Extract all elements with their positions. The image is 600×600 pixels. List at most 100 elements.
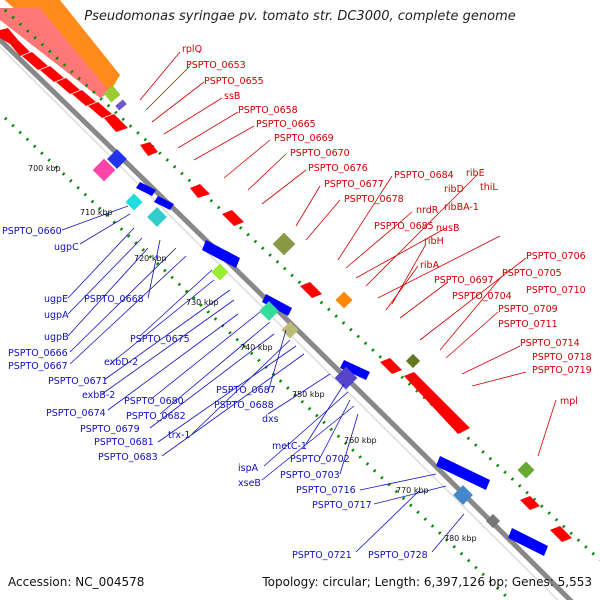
gene-label-blue[interactable]: PSPTO_0716 [296, 485, 356, 496]
kbp-tick: 750 kbp [292, 390, 325, 399]
gene-label-red[interactable]: PSPTO_0704 [452, 291, 512, 302]
gene-label-red[interactable]: ssB [224, 91, 240, 102]
gene-label-blue[interactable]: PSPTO_0675 [130, 334, 190, 345]
gene-label-red[interactable]: PSPTO_0697 [434, 275, 494, 286]
red-gene-labels: rplQ PSPTO_0653 PSPTO_0655 ssB PSPTO_065… [182, 44, 592, 407]
gene-label-red[interactable]: rplQ [182, 44, 202, 55]
gene-label-blue[interactable]: PSPTO_0702 [290, 454, 350, 465]
gene-label-blue[interactable]: PSPTO_0666 [8, 348, 68, 359]
outer-box-purple [115, 99, 127, 111]
gene-label-red[interactable]: PSPTO_0705 [502, 268, 562, 279]
gene-label-blue[interactable]: ispA [238, 463, 259, 474]
gene-label-blue[interactable]: PSPTO_0688 [214, 400, 274, 411]
rev-gene-3 [202, 240, 240, 268]
rev-gene-6 [436, 456, 490, 490]
block-gray [485, 513, 501, 529]
gene-label-blue[interactable]: PSPTO_0680 [124, 396, 184, 407]
gene-label-red[interactable]: thiL [480, 182, 498, 193]
gene-label-red[interactable]: nusB [436, 223, 460, 234]
rev-gene-7 [508, 528, 548, 556]
fwd-gene-16 [550, 526, 572, 542]
rev-gene-4 [262, 294, 292, 316]
gene-label-blue[interactable]: PSPTO_0683 [98, 452, 158, 463]
block-olive [272, 232, 296, 256]
gene-label-red[interactable]: ribA [420, 260, 440, 271]
gene-label-red[interactable]: ribH [424, 236, 444, 247]
block-violet [334, 366, 358, 390]
gene-label-blue[interactable]: PSPTO_0687 [216, 385, 276, 396]
fwd-gene-12 [300, 282, 322, 298]
gene-label-blue[interactable]: PSPTO_0728 [368, 550, 428, 561]
gene-label-blue[interactable]: PSPTO_0671 [48, 376, 108, 387]
kbp-tick: 770 kbp [396, 486, 429, 495]
gene-label-red[interactable]: PSPTO_0714 [520, 338, 580, 349]
block-green-1 [211, 263, 229, 281]
gene-label-red[interactable]: PSPTO_0670 [290, 148, 350, 159]
gene-label-red[interactable]: ribD [444, 184, 464, 195]
gene-label-blue[interactable]: PSPTO_0703 [280, 470, 340, 481]
gene-label-red[interactable]: ribBA-1 [444, 202, 479, 213]
gene-label-red[interactable]: mpl [560, 396, 578, 407]
gene-label-blue[interactable]: ugpB [44, 332, 69, 343]
block-orange [335, 291, 353, 309]
gene-label-blue[interactable]: PSPTO_0717 [312, 500, 372, 511]
gene-label-blue[interactable]: metC-1 [272, 441, 307, 452]
gene-label-red[interactable]: PSPTO_0710 [526, 285, 586, 296]
gene-label-blue[interactable]: ugpA [44, 310, 69, 321]
gene-label-red[interactable]: PSPTO_0665 [256, 119, 316, 130]
gene-label-blue[interactable]: PSPTO_0721 [292, 550, 352, 561]
gene-label-blue[interactable]: PSPTO_0660 [2, 226, 62, 237]
gene-label-red[interactable]: nrdR [416, 205, 439, 216]
gene-label-red[interactable]: PSPTO_0706 [526, 251, 586, 262]
rev-gene-1 [136, 182, 156, 196]
map-title: Pseudomonas syringae pv. tomato str. DC3… [84, 9, 516, 24]
gene-label-blue[interactable]: dxs [262, 414, 279, 425]
gene-label-red[interactable]: PSPTO_0655 [204, 76, 264, 87]
gene-label-red[interactable]: PSPTO_0719 [532, 365, 592, 376]
gene-label-blue[interactable]: ugpE [44, 294, 68, 305]
gene-label-blue[interactable]: PSPTO_0679 [80, 424, 140, 435]
gene-label-blue[interactable]: PSPTO_0681 [94, 437, 154, 448]
kbp-tick: 710 kbp [80, 208, 113, 217]
fwd-gene-10 [190, 184, 210, 198]
fwd-gene-4 [40, 66, 64, 82]
gene-label-red[interactable]: PSPTO_0709 [498, 304, 558, 315]
fwd-gene-2 [10, 40, 30, 56]
fwd-gene-9 [140, 142, 158, 156]
red-label-connectors [139, 51, 557, 457]
gene-label-blue[interactable]: xseB [238, 478, 261, 489]
gene-label-red[interactable]: PSPTO_0653 [186, 60, 246, 71]
gene-label-red[interactable]: PSPTO_0685 [374, 221, 434, 232]
reverse-gene-band [136, 182, 548, 556]
gene-label-blue[interactable]: PSPTO_0667 [8, 361, 68, 372]
gene-label-blue[interactable]: PSPTO_0682 [126, 411, 186, 422]
block-seagreen [259, 301, 279, 321]
gene-label-red[interactable]: PSPTO_0678 [344, 194, 404, 205]
gene-label-red[interactable]: PSPTO_0718 [532, 352, 592, 363]
gene-label-blue[interactable]: PSPTO_0674 [46, 408, 106, 419]
gene-label-blue[interactable]: PSPTO_0668 [84, 294, 144, 305]
gene-label-blue[interactable]: exbB-2 [82, 390, 115, 401]
gene-label-red[interactable]: ribE [466, 168, 485, 179]
gene-label-red[interactable]: PSPTO_0658 [238, 105, 298, 116]
block-pink [92, 158, 116, 182]
fwd-gene-8 [104, 114, 128, 132]
gene-label-red[interactable]: PSPTO_0684 [394, 170, 454, 181]
fwd-gene-15 [520, 496, 540, 510]
topology-label: Topology: circular; Length: 6,397,126 bp… [261, 575, 592, 589]
kbp-tick: 720 kbp [134, 254, 167, 263]
gene-label-blue[interactable]: exbD-2 [104, 357, 138, 368]
gene-label-blue[interactable]: ugpC [54, 242, 79, 253]
fwd-gene-13 [380, 358, 402, 374]
dotted-guide-inner [3, 116, 512, 600]
gene-label-red[interactable]: PSPTO_0677 [324, 179, 384, 190]
gene-label-red[interactable]: PSPTO_0669 [274, 133, 334, 144]
gene-label-red[interactable]: PSPTO_0711 [498, 319, 558, 330]
kbp-tick-labels: 700 kbp 710 kbp 720 kbp 730 kbp 740 kbp … [28, 164, 477, 543]
gene-label-blue[interactable]: trx-1 [168, 430, 190, 441]
block-steelblue [453, 485, 473, 505]
kbp-tick: 780 kbp [444, 534, 477, 543]
block-teal [147, 207, 167, 227]
gene-label-red[interactable]: PSPTO_0676 [308, 163, 368, 174]
accession-label: Accession: NC_004578 [8, 575, 144, 589]
